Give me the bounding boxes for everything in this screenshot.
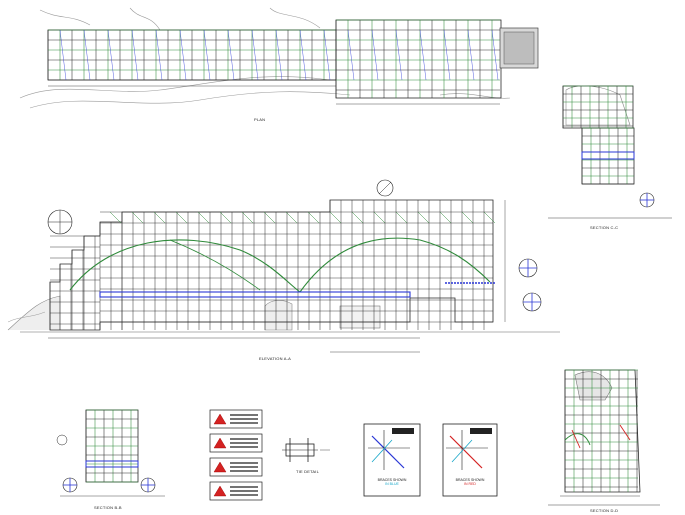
warning-triangle-icon <box>213 461 227 473</box>
plan-brace <box>491 29 499 81</box>
plan-brace <box>179 29 187 81</box>
warning-triangle-icon <box>213 413 227 425</box>
warning-box <box>209 481 263 501</box>
warning-notes <box>209 409 263 501</box>
braces-blue-line1: BRACES SHOWN <box>377 478 407 482</box>
braces-red-line1: BRACES SHOWN <box>455 478 485 482</box>
plan-brace <box>83 29 91 81</box>
tie-detail-title: TIE DETAIL <box>296 469 320 474</box>
plan-brace <box>323 29 331 81</box>
elevation-tie <box>109 211 122 224</box>
elevation-tie <box>241 211 254 224</box>
plan-brace <box>155 29 163 81</box>
elevation-aa-title: ELEVATION A-A <box>259 356 292 361</box>
plan-brace <box>227 29 235 81</box>
tie-detail-view <box>282 438 330 462</box>
section-cc-view <box>548 85 672 219</box>
warning-box <box>209 433 263 453</box>
braces-red-line2: IN RED <box>464 482 476 486</box>
elevation-tie <box>395 211 408 224</box>
warning-triangle-icon <box>213 437 227 449</box>
braces-blue-note: BRACES SHOWN IN BLUE <box>372 478 412 486</box>
plan-brace <box>443 29 451 81</box>
section-bb-view <box>56 409 165 497</box>
warning-triangle-icon <box>213 485 227 497</box>
warning-box <box>209 409 263 429</box>
plan-brace <box>419 29 427 81</box>
plan-brace <box>371 29 379 81</box>
section-dd-title: SECTION D-D <box>590 508 619 513</box>
braces-blue-box <box>363 423 421 497</box>
elevation-tie <box>439 211 452 224</box>
elevation-tie <box>351 211 364 224</box>
plan-title: PLAN <box>254 117 266 122</box>
braces-red-note: BRACES SHOWN IN RED <box>450 478 490 486</box>
elevation-tie <box>417 211 430 224</box>
elevation-tie <box>263 211 276 224</box>
plan-brace <box>131 29 139 81</box>
elevation-tie <box>175 211 188 224</box>
plan-brace <box>251 29 259 81</box>
elevation-tie <box>329 211 342 224</box>
elevation-tie <box>153 211 166 224</box>
plan-brace <box>467 29 475 81</box>
elevation-aa-view <box>7 179 560 353</box>
elevation-tie <box>461 211 474 224</box>
plan-brace <box>347 29 355 81</box>
plan-brace <box>107 29 115 81</box>
plan-view <box>19 7 539 109</box>
plan-brace <box>203 29 211 81</box>
elevation-tie <box>307 211 320 224</box>
elevation-tie <box>373 211 386 224</box>
elevation-tie <box>219 211 232 224</box>
section-cc-title: SECTION C-C <box>590 225 619 230</box>
braces-red-box <box>442 423 498 497</box>
elevation-tie <box>483 211 496 224</box>
section-bb-title: SECTION B-B <box>94 505 122 510</box>
plan-brace <box>395 29 403 81</box>
braces-blue-line2: IN BLUE <box>385 482 399 486</box>
plan-brace <box>299 29 307 81</box>
elevation-tie <box>131 211 144 224</box>
warning-box <box>209 457 263 477</box>
elevation-tie <box>197 211 210 224</box>
elevation-tie <box>285 211 298 224</box>
plan-brace <box>59 29 67 81</box>
plan-brace <box>275 29 283 81</box>
section-dd-view <box>548 369 660 506</box>
